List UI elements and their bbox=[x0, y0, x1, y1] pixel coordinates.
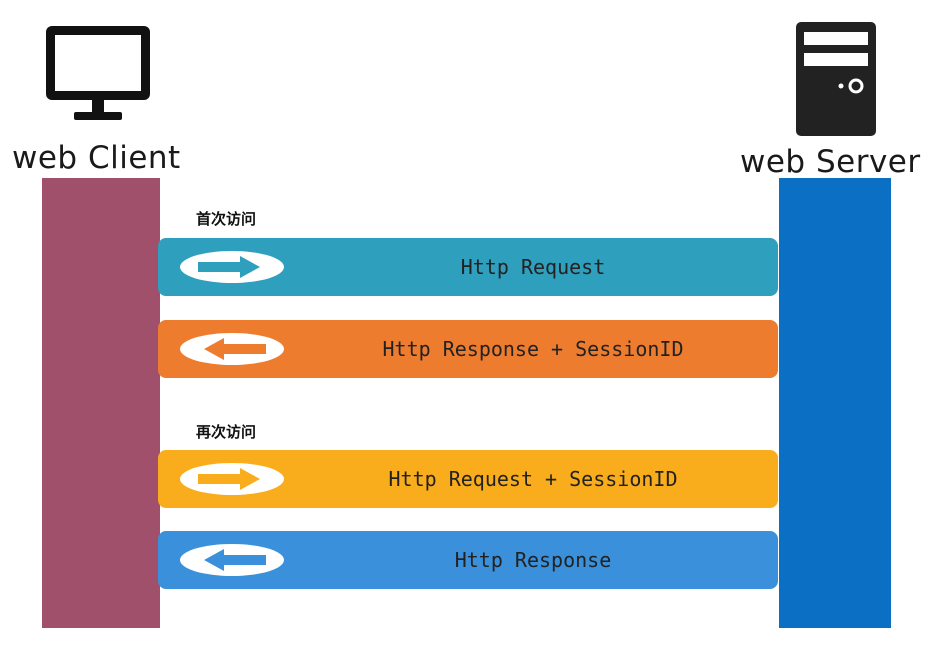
first-visit-label: 首次访问 bbox=[196, 210, 257, 228]
server-title: web Server bbox=[740, 144, 921, 180]
message-label: Http Response + SessionID bbox=[382, 337, 684, 361]
message-label: Http Request bbox=[460, 255, 606, 279]
monitor-icon bbox=[46, 26, 150, 120]
arrow-right-icon bbox=[180, 463, 284, 495]
arrow-left-icon bbox=[180, 544, 284, 576]
message-http-response-sessionid: Http Response + SessionID bbox=[158, 320, 778, 378]
client-lifeline bbox=[42, 178, 160, 628]
server-lifeline bbox=[779, 178, 891, 628]
second-visit-label: 再次访问 bbox=[196, 423, 257, 441]
message-http-request: Http Request bbox=[158, 238, 778, 296]
client-title: web Client bbox=[12, 140, 181, 176]
message-http-response: Http Response bbox=[158, 531, 778, 589]
message-http-request-sessionid: Http Request + SessionID bbox=[158, 450, 778, 508]
message-label: Http Response bbox=[454, 548, 612, 572]
arrow-right-icon bbox=[180, 251, 284, 283]
server-icon bbox=[796, 22, 876, 136]
arrow-left-icon bbox=[180, 333, 284, 365]
message-label: Http Request + SessionID bbox=[388, 467, 678, 491]
